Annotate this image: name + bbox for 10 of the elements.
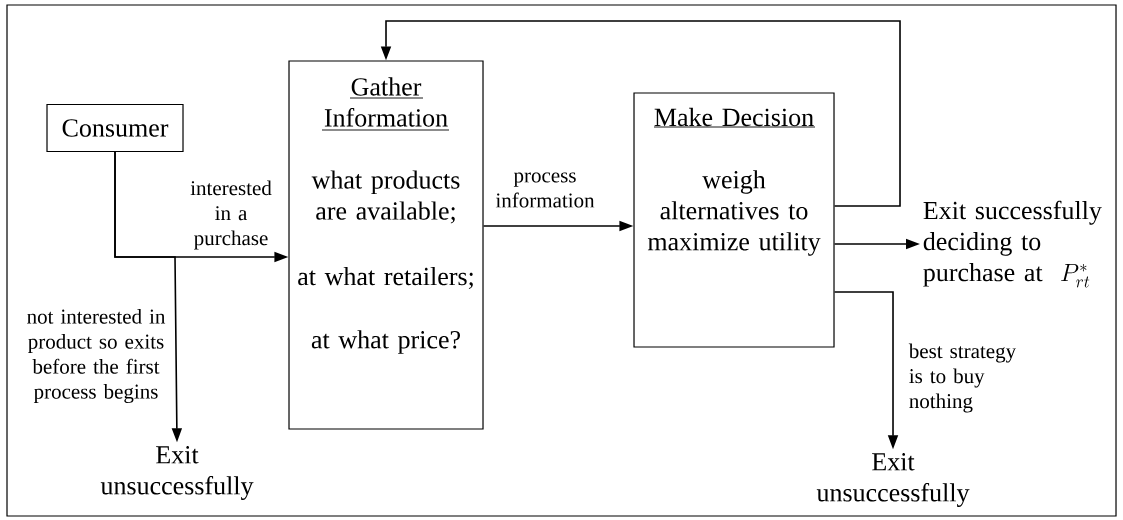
exit-label: Exit successfully deciding to purchase at $P^{*}_{rt}$: [923, 200, 1102, 288]
edge-label: interested in a purchase: [180, 179, 282, 251]
process-box: Gather Information what products are available; at what retailers; at what price?: [288, 60, 484, 430]
process-box: Consumer: [46, 103, 184, 153]
edge-label: process information: [494, 171, 596, 209]
process-box: Make Decision weigh alternatives to maximize utility: [633, 92, 835, 348]
exit-label: Exit unsuccessfully: [100, 446, 254, 500]
exit-label: Exit unsuccessfully: [816, 453, 970, 507]
edge-label: not interested in product so exits before the first process begins: [22, 307, 170, 405]
edge-label: best strategy is to buy nothing: [907, 342, 1022, 414]
